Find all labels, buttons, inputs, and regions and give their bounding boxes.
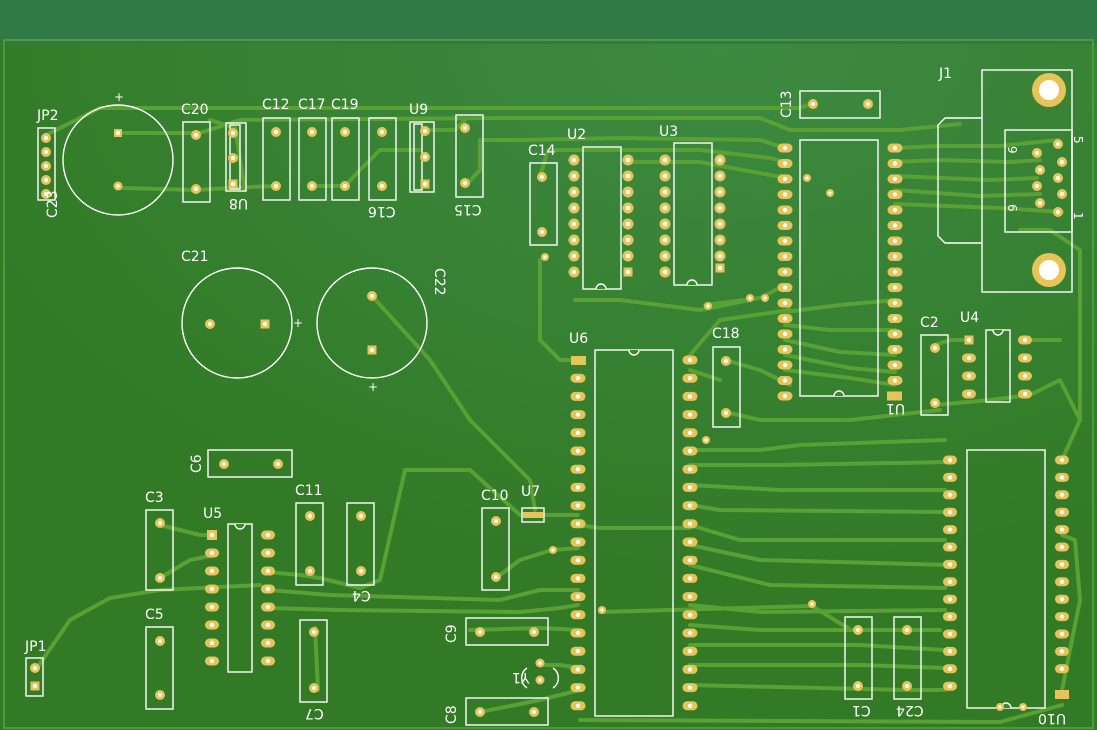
c20-outline xyxy=(182,121,211,203)
c3-outline xyxy=(145,509,174,591)
label-c17: C17 xyxy=(298,97,326,113)
c21-outline xyxy=(181,267,293,379)
label-u8: U8 xyxy=(229,195,249,211)
board-top-edge xyxy=(0,0,1097,44)
label-c15: C15 xyxy=(454,201,482,217)
label-c7: C7 xyxy=(305,705,324,721)
c1-outline xyxy=(844,616,873,700)
label-u2: U2 xyxy=(567,127,587,143)
c9-outline xyxy=(465,617,549,646)
label-u7: U7 xyxy=(521,484,541,500)
c5-outline xyxy=(145,626,174,710)
c7-outline xyxy=(299,619,328,703)
c13-outline xyxy=(799,90,881,119)
label-c3: C3 xyxy=(145,490,164,506)
label-c24: C24 xyxy=(896,702,924,718)
label-u3: U3 xyxy=(659,124,679,140)
jp2-outline xyxy=(37,127,56,201)
c4-outline xyxy=(346,502,375,586)
label-c19: C19 xyxy=(331,97,359,113)
label-u1: U1 xyxy=(886,400,906,416)
c14-outline xyxy=(529,162,558,246)
c6-outline xyxy=(207,449,293,478)
label-c21-plus: + xyxy=(293,316,304,330)
component-pads xyxy=(30,73,1069,717)
label-c14: C14 xyxy=(528,143,556,159)
label-c9: C9 xyxy=(444,624,460,643)
label-j1-pin1: 1 xyxy=(1071,212,1085,220)
label-jp1: JP1 xyxy=(25,639,47,655)
label-c22: C22 xyxy=(431,268,447,296)
label-c22-plus: + xyxy=(368,380,379,394)
u9-outline xyxy=(409,121,435,193)
label-c16: C16 xyxy=(368,203,396,219)
label-u9: U9 xyxy=(409,102,429,118)
c22-outline xyxy=(316,267,428,379)
label-c5: C5 xyxy=(145,607,164,623)
label-jp2: JP2 xyxy=(37,108,59,124)
label-c2: C2 xyxy=(920,315,939,331)
label-u4: U4 xyxy=(960,310,980,326)
label-c11: C11 xyxy=(295,483,323,499)
label-c18: C18 xyxy=(712,326,740,342)
label-j1-pin6: 6 xyxy=(1005,204,1019,212)
label-c23: C23 xyxy=(45,190,61,218)
label-c6: C6 xyxy=(189,454,205,473)
label-j1-pin5: 5 xyxy=(1071,136,1085,144)
c18-outline xyxy=(712,346,741,428)
c24-outline xyxy=(893,616,922,700)
c11-outline xyxy=(295,502,324,586)
jp1-outline xyxy=(25,657,44,697)
ic-notches xyxy=(234,279,1012,709)
c8-outline xyxy=(465,697,549,726)
label-c23-plus: + xyxy=(114,90,125,104)
label-c12: C12 xyxy=(262,97,290,113)
label-c8: C8 xyxy=(444,705,460,724)
label-u5: U5 xyxy=(203,506,223,522)
board-outline xyxy=(3,39,1094,729)
label-c4: C4 xyxy=(352,587,371,603)
label-u6: U6 xyxy=(569,331,589,347)
c2-outline xyxy=(920,334,949,416)
u7-outline xyxy=(521,507,545,523)
c17-outline xyxy=(298,117,327,201)
c19-outline xyxy=(331,117,360,201)
label-y1: Y1 xyxy=(512,669,530,685)
c12-outline xyxy=(262,117,291,201)
c15-outline xyxy=(455,114,484,198)
label-c20: C20 xyxy=(181,102,209,118)
label-u10: U10 xyxy=(1038,710,1067,726)
label-j1-pin9: 9 xyxy=(1005,146,1019,154)
u8-outline xyxy=(225,122,247,192)
label-c13: C13 xyxy=(779,90,795,118)
label-j1: J1 xyxy=(939,66,953,82)
label-c21: C21 xyxy=(181,249,209,265)
c23-outline xyxy=(62,104,174,216)
c10-outline xyxy=(481,507,510,591)
label-c1: C1 xyxy=(852,702,871,718)
c16-outline xyxy=(368,117,397,201)
label-c10: C10 xyxy=(481,488,509,504)
